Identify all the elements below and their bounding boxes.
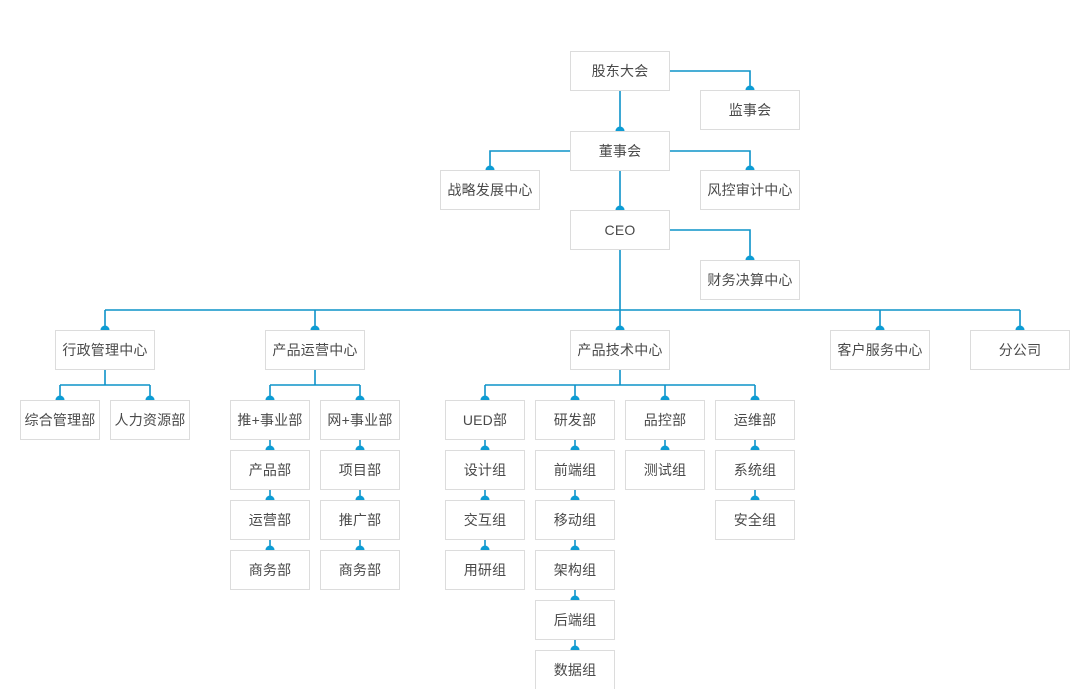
edge-board-to-strategy <box>489 150 570 170</box>
node-label: 架构组 <box>553 562 597 578</box>
node-human-resources-dept[interactable]: 人力资源部 <box>110 400 190 440</box>
edge-board-to-risk-audit <box>670 150 751 170</box>
node-security-group[interactable]: 安全组 <box>715 500 795 540</box>
node-promotion-dept[interactable]: 推广部 <box>320 500 400 540</box>
node-board-of-directors[interactable]: 董事会 <box>570 131 670 171</box>
node-customer-service-center[interactable]: 客户服务中心 <box>830 330 930 370</box>
node-design-group[interactable]: 设计组 <box>445 450 525 490</box>
node-interaction-group[interactable]: 交互组 <box>445 500 525 540</box>
node-business-dept-left[interactable]: 商务部 <box>230 550 310 590</box>
node-project-dept[interactable]: 项目部 <box>320 450 400 490</box>
node-strategy-development-center[interactable]: 战略发展中心 <box>440 170 540 210</box>
node-branch-company[interactable]: 分公司 <box>970 330 1070 370</box>
node-wang-business-unit[interactable]: 网+事业部 <box>320 400 400 440</box>
node-label: 用研组 <box>463 562 507 578</box>
node-label: 行政管理中心 <box>62 342 148 358</box>
node-finance-settlement-center[interactable]: 财务决算中心 <box>700 260 800 300</box>
node-product-operation-center[interactable]: 产品运营中心 <box>265 330 365 370</box>
node-testing-group[interactable]: 测试组 <box>625 450 705 490</box>
node-mobile-group[interactable]: 移动组 <box>535 500 615 540</box>
node-label: 研发部 <box>553 412 597 428</box>
node-business-dept-right[interactable]: 商务部 <box>320 550 400 590</box>
node-ceo[interactable]: CEO <box>570 210 670 250</box>
node-risk-audit-center[interactable]: 风控审计中心 <box>700 170 800 210</box>
node-label: 综合管理部 <box>24 412 96 428</box>
node-label: UED部 <box>462 412 508 428</box>
node-label: 前端组 <box>553 462 597 478</box>
node-label: 运营部 <box>248 512 292 528</box>
node-label: 运维部 <box>733 412 777 428</box>
node-label: 产品部 <box>248 462 292 478</box>
node-admin-management-center[interactable]: 行政管理中心 <box>55 330 155 370</box>
node-frontend-group[interactable]: 前端组 <box>535 450 615 490</box>
node-label: 推广部 <box>338 512 382 528</box>
node-label: 设计组 <box>463 462 507 478</box>
node-label: 商务部 <box>338 562 382 578</box>
node-label: 移动组 <box>553 512 597 528</box>
node-label: 风控审计中心 <box>707 182 793 198</box>
node-system-group[interactable]: 系统组 <box>715 450 795 490</box>
node-operation-dept[interactable]: 运营部 <box>230 500 310 540</box>
edge-ceo-to-finance <box>670 229 751 260</box>
node-label: 股东大会 <box>591 63 649 79</box>
node-label: 产品技术中心 <box>577 342 663 358</box>
node-ued-dept[interactable]: UED部 <box>445 400 525 440</box>
node-backend-group[interactable]: 后端组 <box>535 600 615 640</box>
node-label: 交互组 <box>463 512 507 528</box>
node-qc-dept[interactable]: 品控部 <box>625 400 705 440</box>
node-label: 系统组 <box>733 462 777 478</box>
node-label: 董事会 <box>598 143 642 159</box>
edge-shareholders-to-supervisory <box>670 70 751 90</box>
node-product-dept[interactable]: 产品部 <box>230 450 310 490</box>
node-label: 网+事业部 <box>327 412 393 428</box>
node-label: 数据组 <box>553 662 597 678</box>
node-tui-business-unit[interactable]: 推+事业部 <box>230 400 310 440</box>
node-label: 产品运营中心 <box>272 342 358 358</box>
node-label: 监事会 <box>728 102 772 118</box>
node-rd-dept[interactable]: 研发部 <box>535 400 615 440</box>
node-label: 安全组 <box>733 512 777 528</box>
node-label: CEO <box>604 222 636 238</box>
node-architecture-group[interactable]: 架构组 <box>535 550 615 590</box>
node-label: 商务部 <box>248 562 292 578</box>
node-ops-dept[interactable]: 运维部 <box>715 400 795 440</box>
node-product-technology-center[interactable]: 产品技术中心 <box>570 330 670 370</box>
node-shareholders-meeting[interactable]: 股东大会 <box>570 51 670 91</box>
node-label: 后端组 <box>553 612 597 628</box>
node-data-group[interactable]: 数据组 <box>535 650 615 689</box>
node-label: 推+事业部 <box>237 412 303 428</box>
node-label: 财务决算中心 <box>707 272 793 288</box>
node-supervisory-board[interactable]: 监事会 <box>700 90 800 130</box>
node-label: 人力资源部 <box>114 412 186 428</box>
node-label: 客户服务中心 <box>837 342 923 358</box>
node-label: 项目部 <box>338 462 382 478</box>
node-label: 分公司 <box>998 342 1042 358</box>
node-label: 战略发展中心 <box>447 182 533 198</box>
node-label: 测试组 <box>643 462 687 478</box>
node-label: 品控部 <box>643 412 687 428</box>
node-user-research-group[interactable]: 用研组 <box>445 550 525 590</box>
node-general-management-dept[interactable]: 综合管理部 <box>20 400 100 440</box>
